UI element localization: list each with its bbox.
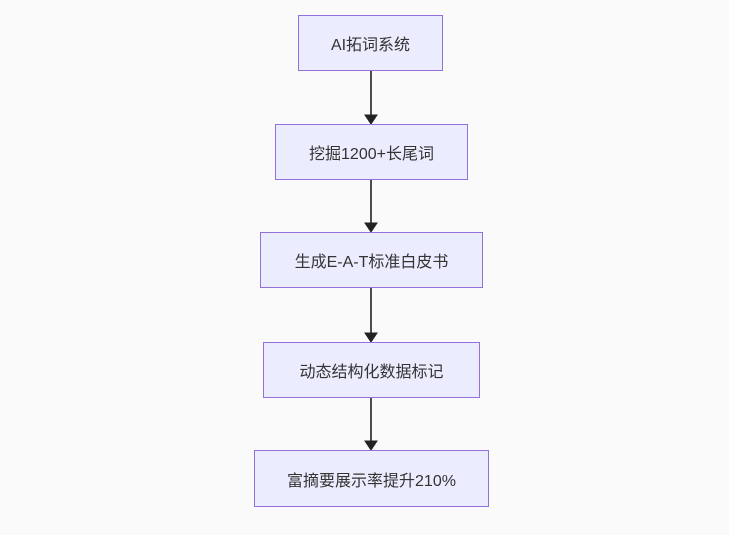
node-label: 富摘要展示率提升210% <box>287 472 456 490</box>
node-label: 动态结构化数据标记 <box>299 364 444 381</box>
flowchart-node-eat-whitepaper: 生成E-A-T标准白皮书 <box>260 232 483 288</box>
flow-arrow-down-icon <box>364 71 378 125</box>
flowchart-node-structured-data: 动态结构化数据标记 <box>263 342 480 398</box>
flowchart-node-longtail-keywords: 挖掘1200+长尾词 <box>275 124 468 180</box>
flow-arrow-down-icon <box>364 398 378 451</box>
node-label: AI拓词系统 <box>330 37 411 54</box>
flow-arrow-down-icon <box>364 288 378 343</box>
flow-arrow-down-icon <box>364 180 378 233</box>
node-label: 挖掘1200+长尾词 <box>309 146 434 163</box>
flowchart-node-rich-snippet-result: 富摘要展示率提升210% <box>254 450 489 507</box>
flowchart-node-ai-system: AI拓词系统 <box>298 15 443 71</box>
node-label: 生成E-A-T标准白皮书 <box>294 254 449 271</box>
